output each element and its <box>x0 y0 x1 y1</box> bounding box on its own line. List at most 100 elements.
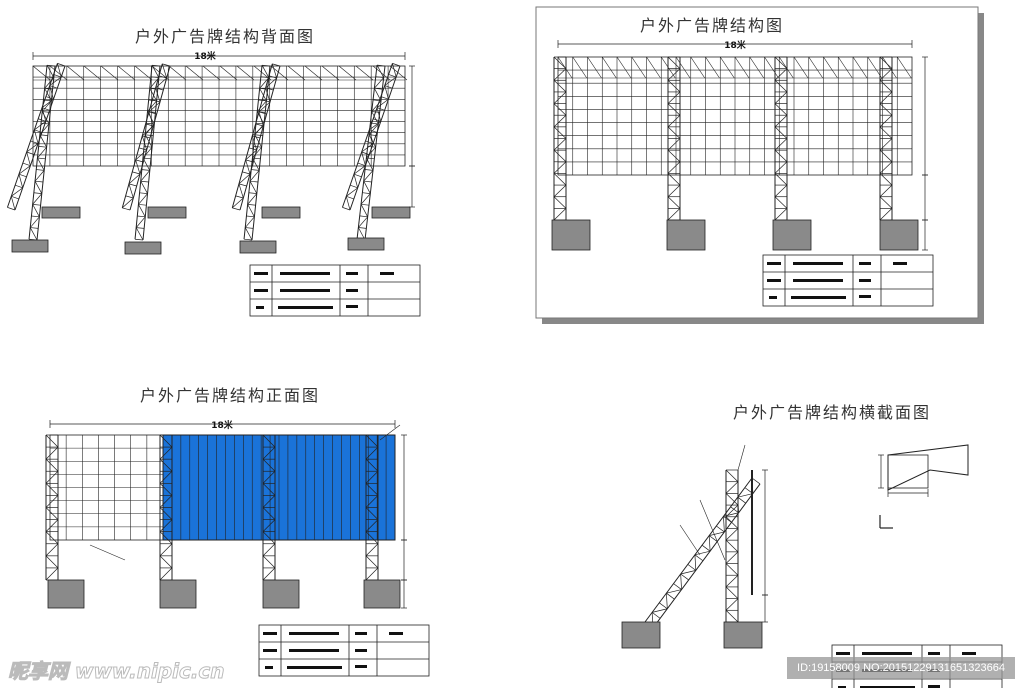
truss-diagonal <box>244 227 253 241</box>
footing <box>124 241 162 255</box>
truss-strut <box>342 207 351 211</box>
truss-diagonal <box>45 495 59 508</box>
title-block-text <box>280 289 330 292</box>
truss-diagonal <box>774 184 788 197</box>
truss-diagonal <box>553 184 567 197</box>
truss-strut <box>57 63 66 67</box>
truss-strut <box>367 145 376 148</box>
truss-diagonal <box>725 504 739 518</box>
truss-strut <box>262 64 271 67</box>
truss-diagonal <box>553 161 567 174</box>
truss-diagonal <box>45 471 59 484</box>
truss-strut <box>248 147 257 151</box>
truss-strut <box>362 192 371 194</box>
truss-diagonal <box>723 512 739 517</box>
truss-diagonal <box>155 87 161 103</box>
truss-strut <box>694 554 704 562</box>
top-truss <box>749 56 764 79</box>
top-truss <box>100 65 119 81</box>
truss-diagonal <box>159 446 173 460</box>
truss-diagonal <box>159 555 173 569</box>
truss-diagonal <box>45 543 59 557</box>
title-block-text <box>280 272 330 275</box>
truss-chord <box>243 65 263 240</box>
truss-diagonal <box>149 77 160 89</box>
title-block-text <box>289 632 339 635</box>
footing <box>159 579 197 609</box>
truss-diagonal <box>725 528 739 541</box>
title-block-text <box>346 305 358 308</box>
truss-strut <box>125 195 134 199</box>
truss-diagonal <box>262 471 276 484</box>
title-block-text <box>862 652 912 655</box>
truss-diagonal <box>774 56 788 69</box>
truss-strut <box>255 123 264 127</box>
truss-strut <box>39 134 48 136</box>
footing <box>347 237 385 251</box>
truss-diagonal <box>259 77 270 89</box>
title-block-text <box>278 306 333 309</box>
truss-strut <box>376 107 385 111</box>
truss-strut <box>361 203 370 206</box>
top-truss <box>616 56 632 79</box>
truss-diagonal <box>159 434 173 448</box>
title-block <box>258 624 430 677</box>
truss-diagonal <box>135 227 144 241</box>
title-cross-section: 户外广告牌结构横截面图 <box>733 403 931 422</box>
title-block-text <box>859 262 871 265</box>
truss-diagonal <box>140 170 151 182</box>
truss-strut <box>384 85 393 89</box>
truss-strut <box>33 192 42 194</box>
truss-diagonal <box>360 193 371 205</box>
truss-strut <box>265 87 274 91</box>
truss-diagonal <box>363 170 374 182</box>
truss-strut <box>146 122 155 125</box>
truss-strut <box>139 192 148 194</box>
truss-strut <box>708 535 718 542</box>
truss-diagonal <box>774 161 788 174</box>
truss-diagonal <box>553 138 567 151</box>
title-structure-view: 户外广告牌结构图 <box>640 16 784 35</box>
truss-strut <box>687 564 697 571</box>
truss-strut <box>150 76 159 78</box>
truss-diagonal <box>371 100 382 112</box>
title-block-text <box>254 289 268 292</box>
truss-diagonal <box>879 161 893 174</box>
truss-strut <box>144 146 153 148</box>
truss-diagonal <box>774 114 788 128</box>
leader-line <box>679 524 701 556</box>
truss-diagonal <box>879 103 893 116</box>
title-block-text <box>389 632 403 635</box>
top-truss <box>236 65 255 81</box>
truss-diagonal <box>879 68 893 81</box>
truss-strut <box>366 157 375 160</box>
truss-diagonal <box>363 180 371 194</box>
truss-diagonal <box>244 216 255 228</box>
title-block-text <box>769 296 777 299</box>
footing <box>262 579 300 609</box>
truss-diagonal <box>392 63 397 78</box>
truss-diagonal <box>365 531 379 544</box>
truss-diagonal <box>159 519 173 532</box>
truss-strut <box>363 180 372 183</box>
truss-strut <box>47 64 56 67</box>
truss-diagonal <box>262 434 276 448</box>
truss-chord <box>652 483 761 629</box>
truss-diagonal <box>262 495 276 508</box>
top-truss <box>287 65 306 81</box>
truss-diagonal <box>366 157 374 171</box>
truss-strut <box>248 192 257 194</box>
truss-diagonal <box>41 100 52 112</box>
truss-diagonal <box>365 507 379 520</box>
truss-strut <box>369 134 378 136</box>
title-block-text <box>346 272 358 275</box>
truss-diagonal <box>135 216 146 228</box>
title-block <box>762 254 934 307</box>
truss-strut <box>346 195 354 200</box>
title-block-text <box>859 279 871 282</box>
truss-diagonal <box>725 493 739 506</box>
footing <box>11 239 49 253</box>
truss-diagonal <box>667 91 681 104</box>
truss-diagonal <box>147 111 155 125</box>
